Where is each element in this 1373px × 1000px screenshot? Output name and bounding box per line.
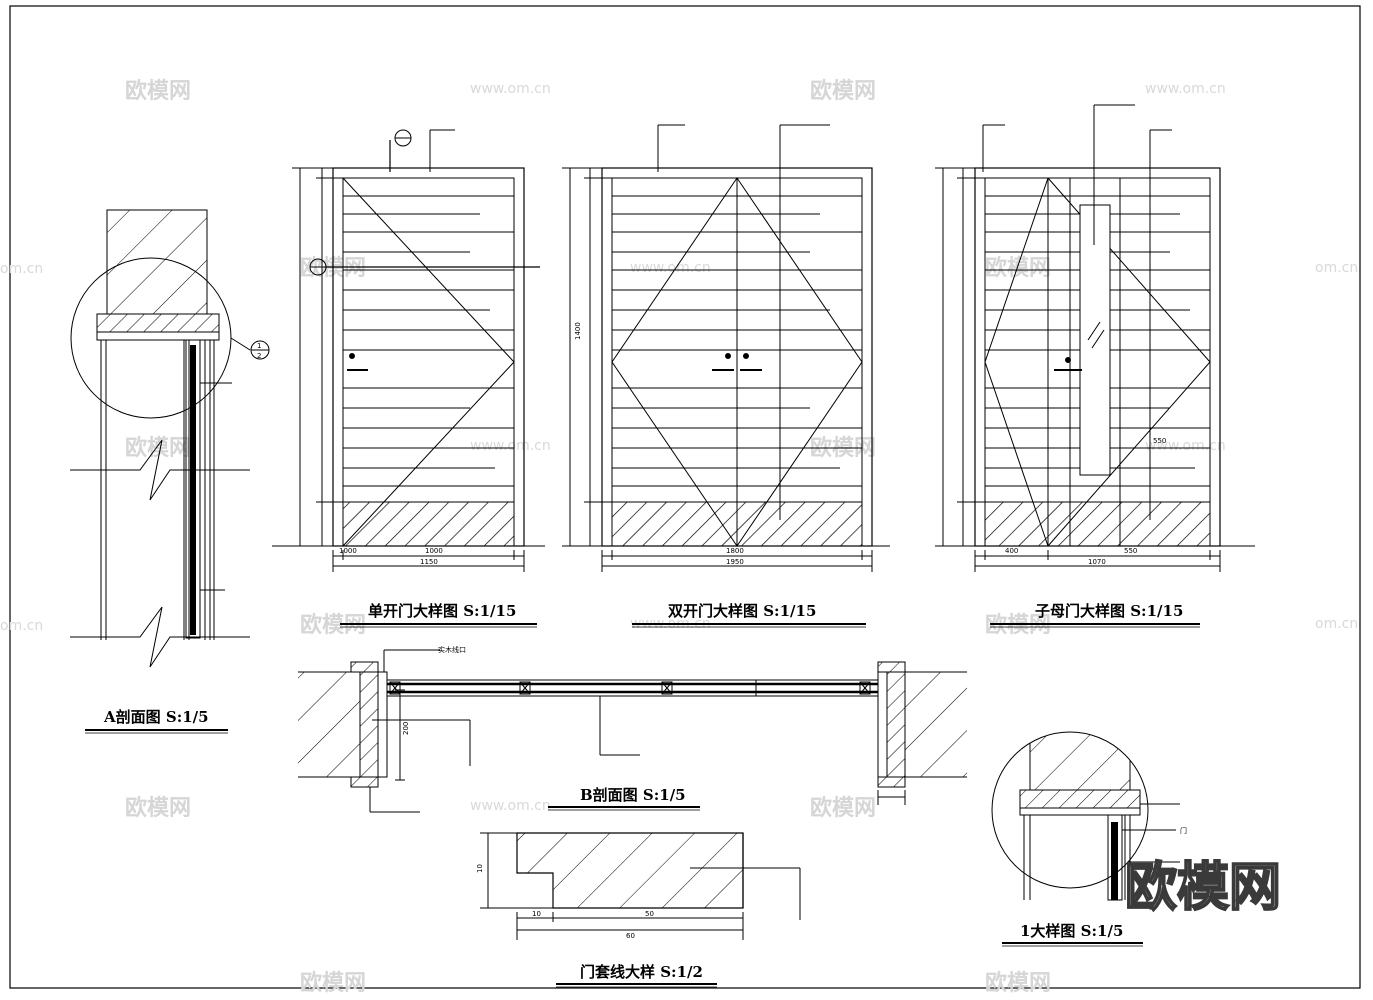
single-door-swing xyxy=(342,177,515,547)
svg-text:10: 10 xyxy=(532,910,541,918)
mother-child-door-elevation xyxy=(935,104,1255,572)
mother-door-glass xyxy=(1079,204,1111,476)
callout-sectionb-top: 实木线口 xyxy=(438,645,466,654)
title-detail-1: 1大样图 S:1/5 xyxy=(1020,922,1123,940)
single-door-elevation xyxy=(272,129,545,572)
svg-text:60: 60 xyxy=(626,932,635,940)
svg-text:550: 550 xyxy=(1153,437,1166,445)
wall-above-door xyxy=(106,209,208,315)
svg-text:1000: 1000 xyxy=(339,547,357,555)
svg-text:欧模网: 欧模网 xyxy=(300,970,366,996)
svg-text:1: 1 xyxy=(257,342,261,350)
svg-text:www.om.cn: www.om.cn xyxy=(630,260,711,276)
svg-text:2: 2 xyxy=(257,352,261,360)
svg-text:550: 550 xyxy=(1124,547,1137,555)
svg-text:www.om.cn: www.om.cn xyxy=(470,798,551,814)
section-b xyxy=(298,649,967,813)
title-trim: 门套线大样 S:1/2 xyxy=(580,963,703,981)
svg-text:欧模网: 欧模网 xyxy=(985,970,1051,996)
svg-text:欧模网: 欧模网 xyxy=(125,78,191,104)
door-leaf-plan xyxy=(386,679,879,697)
svg-text:1800: 1800 xyxy=(726,547,744,555)
svg-text:10: 10 xyxy=(476,864,484,873)
single-door-kickplate xyxy=(342,501,515,547)
break-line-2 xyxy=(70,606,250,668)
svg-text:om.cn: om.cn xyxy=(0,261,43,277)
svg-text:1000: 1000 xyxy=(425,547,443,555)
svg-text:www.om.cn: www.om.cn xyxy=(1145,81,1226,97)
svg-text:om.cn: om.cn xyxy=(0,618,43,634)
header-trim xyxy=(96,313,220,333)
detail-1-circle xyxy=(991,731,1149,889)
break-line-1 xyxy=(70,439,250,501)
brand-logo: 欧模网 xyxy=(1125,858,1281,918)
svg-text:www.om.cn: www.om.cn xyxy=(470,438,551,454)
svg-text:1950: 1950 xyxy=(726,558,744,566)
svg-text:欧模网: 欧模网 xyxy=(125,435,191,461)
mother-door-kickplate xyxy=(984,501,1211,547)
title-mother-door: 子母门大样图 S:1/15 xyxy=(1035,602,1183,620)
double-door-kickplate xyxy=(611,501,863,547)
trim-profile xyxy=(480,832,801,940)
svg-text:www.om.cn: www.om.cn xyxy=(1145,438,1226,454)
sheet-border xyxy=(9,5,1361,989)
svg-text:50: 50 xyxy=(645,910,654,918)
callout-detail1-door: 门 xyxy=(1180,826,1187,835)
svg-text:om.cn: om.cn xyxy=(1315,260,1358,276)
svg-text:1400: 1400 xyxy=(574,322,582,340)
svg-text:欧模网: 欧模网 xyxy=(810,78,876,104)
svg-text:www.om.cn: www.om.cn xyxy=(470,81,551,97)
svg-text:400: 400 xyxy=(1005,547,1018,555)
left-jamb-trim xyxy=(350,661,379,673)
svg-text:1150: 1150 xyxy=(420,558,438,566)
title-section-b: B剖面图 S:1/5 xyxy=(580,786,686,804)
svg-text:1070: 1070 xyxy=(1088,558,1106,566)
title-double-door: 双开门大样图 S:1/15 xyxy=(668,602,816,620)
svg-text:欧模网: 欧模网 xyxy=(125,795,191,821)
title-section-a: A剖面图 S:1/5 xyxy=(103,708,209,726)
door-leaf-section xyxy=(185,339,201,639)
svg-text:200: 200 xyxy=(402,722,410,735)
section-a: 1 2 xyxy=(70,209,270,668)
svg-text:欧模网: 欧模网 xyxy=(810,795,876,821)
right-jamb-trim xyxy=(877,661,906,673)
svg-text:om.cn: om.cn xyxy=(1315,616,1358,632)
svg-text:欧模网: 欧模网 xyxy=(985,255,1051,281)
double-door-elevation xyxy=(562,124,890,572)
title-single-door: 单开门大样图 S:1/15 xyxy=(368,602,516,620)
